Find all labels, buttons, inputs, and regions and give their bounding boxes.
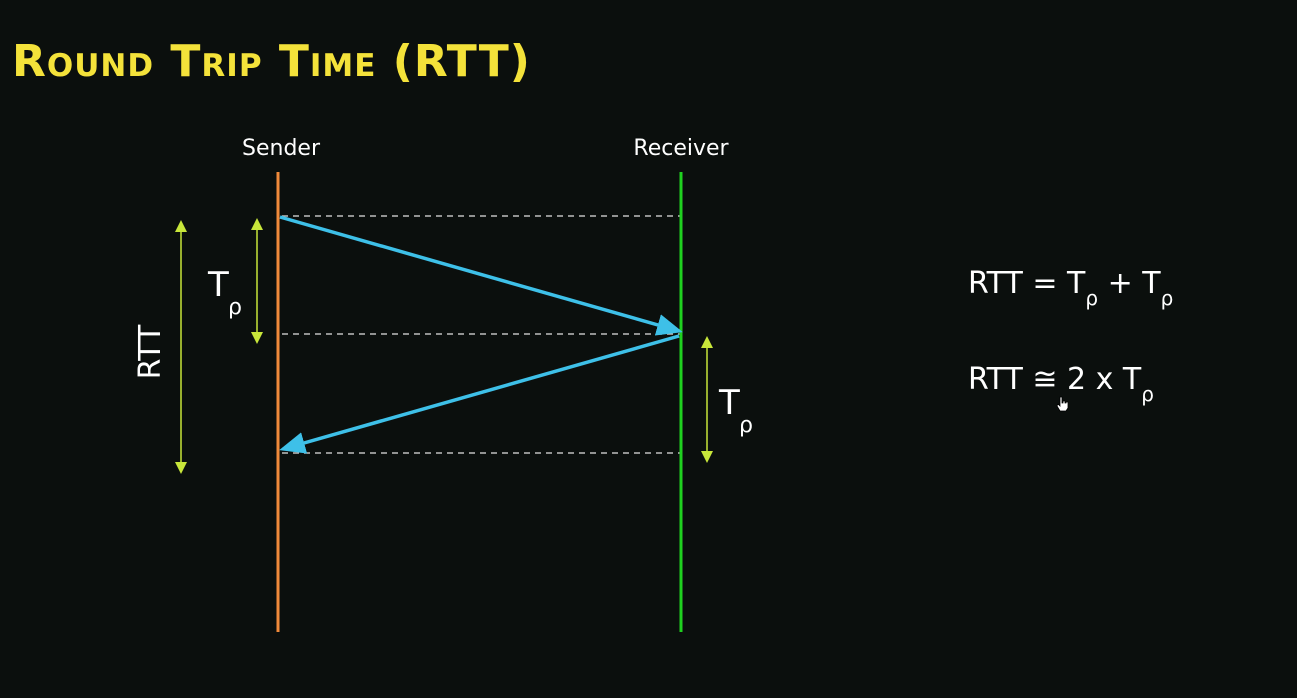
receiver-label: Receiver xyxy=(633,136,729,161)
formula-1-sub-2: ρ xyxy=(1160,286,1174,310)
formula-2-sub-1: ρ xyxy=(1141,382,1154,406)
formula-rtt-approx: RTT ≅ 2 x Tρ xyxy=(968,362,1154,404)
formula-rtt-sum: RTT = Tρ + Tρ xyxy=(968,266,1173,308)
hand-cursor-icon xyxy=(1056,396,1069,412)
page-title: Round Trip Time (RTT) xyxy=(12,36,531,87)
formula-1-sub-1: ρ xyxy=(1085,286,1099,310)
formula-1-mid: + T xyxy=(1098,266,1161,301)
request-arrow xyxy=(279,215,683,336)
sender-label: Sender xyxy=(242,136,321,161)
formula-2-lhs: RTT ≅ 2 x T xyxy=(968,362,1142,397)
tp-label-right-sub: ρ xyxy=(739,413,753,438)
response-arrow xyxy=(279,334,680,454)
tp-label-right-main: T xyxy=(718,383,740,423)
rtt-vertical-label: RTT xyxy=(133,324,168,379)
tp-label-left-sub: ρ xyxy=(228,295,242,320)
formula-1-lhs: RTT = T xyxy=(968,266,1086,301)
tp-label-left-main: T xyxy=(207,265,229,305)
